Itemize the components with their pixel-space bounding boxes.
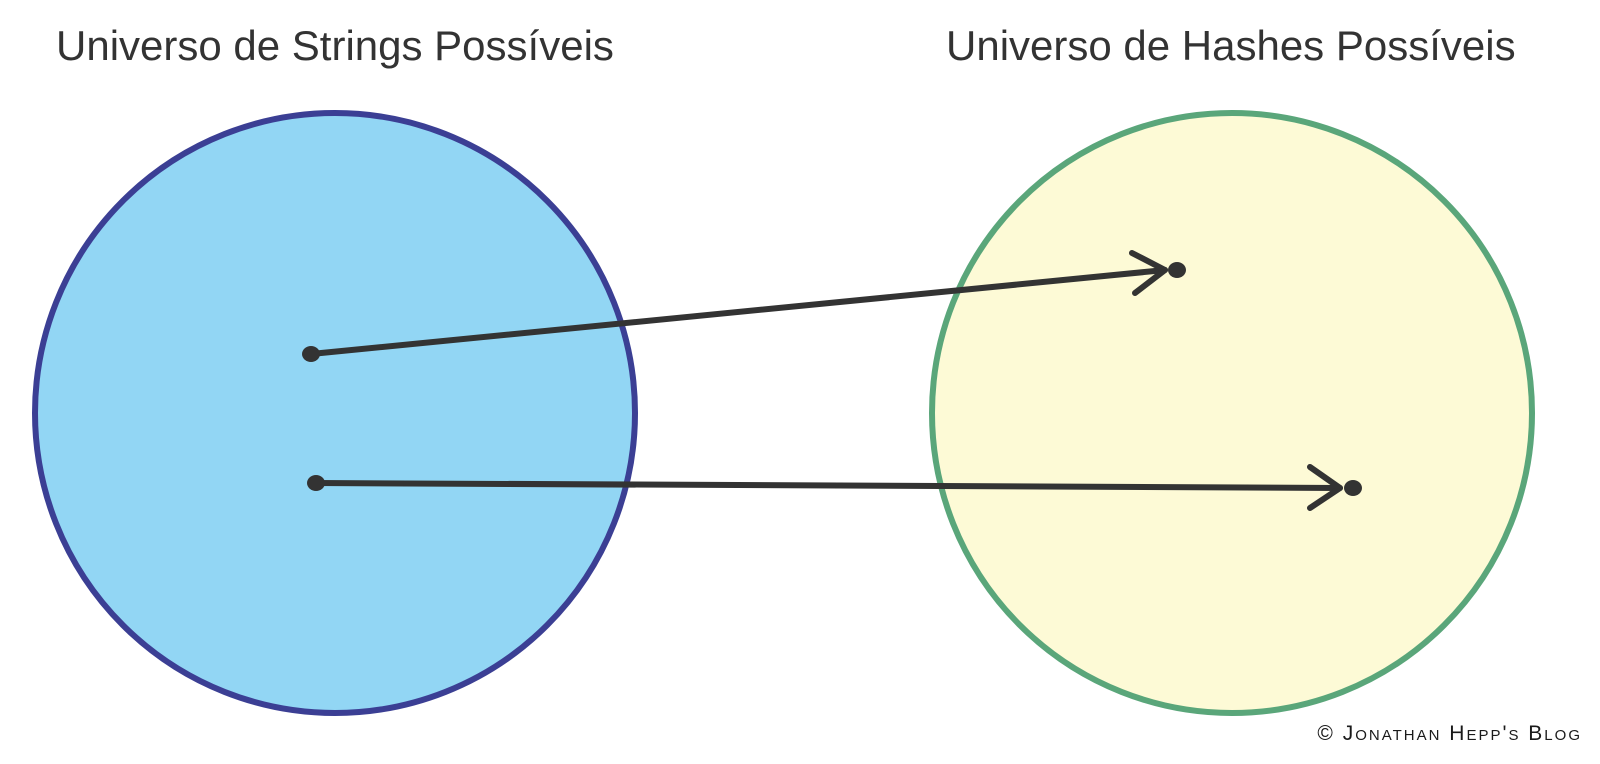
string-point-1: [302, 346, 320, 362]
hashes-universe-circle: [929, 110, 1535, 716]
arrow-2-shaft: [313, 480, 1343, 491]
string-point-2: [307, 475, 325, 491]
hashes-universe-title: Universo de Hashes Possíveis: [946, 22, 1516, 69]
arrow-1-shaft: [308, 267, 1168, 357]
hash-point-1: [1168, 262, 1186, 278]
mapping-arrow-1: [302, 250, 1186, 362]
strings-universe-circle: [32, 110, 638, 716]
mapping-arrow-2: [307, 464, 1362, 511]
arrow-1-head: [1129, 250, 1168, 296]
arrow-2-head: [1307, 464, 1343, 511]
strings-universe-title: Universo de Strings Possíveis: [56, 22, 614, 69]
copyright-credit: © Jonathan Hepp's Blog: [1317, 722, 1582, 745]
hash-point-2: [1344, 480, 1362, 496]
